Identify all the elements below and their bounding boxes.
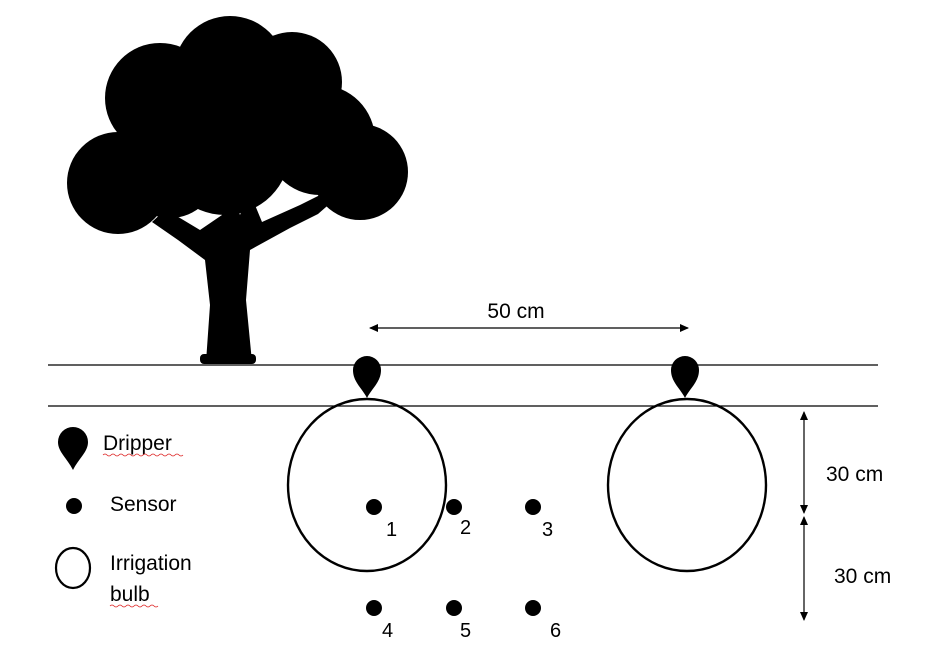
spellcheck-underline — [109, 604, 159, 608]
dripper-icon — [353, 356, 381, 398]
sensor-label-3: 3 — [542, 519, 553, 541]
irrigation-bulb-icon — [286, 397, 448, 573]
sensor-group: 1 2 3 4 5 6 — [366, 499, 561, 642]
sensor-dot-icon — [446, 499, 462, 515]
sensor-dot-icon — [366, 499, 382, 515]
depth-label-upper: 30 cm — [826, 463, 883, 486]
sensor-label-4: 4 — [382, 620, 393, 642]
legend-sensor-icon — [66, 498, 82, 514]
irrigation-bulb-icon — [606, 397, 768, 573]
sensor-dot-icon — [366, 600, 382, 616]
legend-sensor-label: Sensor — [110, 493, 177, 516]
sensor-dot-icon — [446, 600, 462, 616]
spacing-label: 50 cm — [487, 300, 544, 323]
legend-bulb-label-line2: bulb — [110, 583, 150, 606]
sensor-label-2: 2 — [460, 517, 471, 539]
sensor-label-5: 5 — [460, 620, 471, 642]
legend-bulb-label-line1: Irrigation — [110, 552, 192, 575]
sensor-label-6: 6 — [550, 620, 561, 642]
depth-label-lower: 30 cm — [834, 565, 891, 588]
sensor-dot-icon — [525, 600, 541, 616]
legend-dripper-icon — [58, 427, 88, 470]
legend: Dripper Sensor Irrigation bulb — [54, 427, 192, 608]
legend-dripper-label: Dripper — [103, 432, 172, 455]
legend-bulb-icon — [54, 546, 92, 590]
sensor-dot-icon — [525, 499, 541, 515]
sensor-label-1: 1 — [386, 519, 397, 541]
tree-icon — [67, 16, 408, 364]
dripper-icon — [671, 356, 699, 398]
spellcheck-underline — [102, 453, 184, 457]
